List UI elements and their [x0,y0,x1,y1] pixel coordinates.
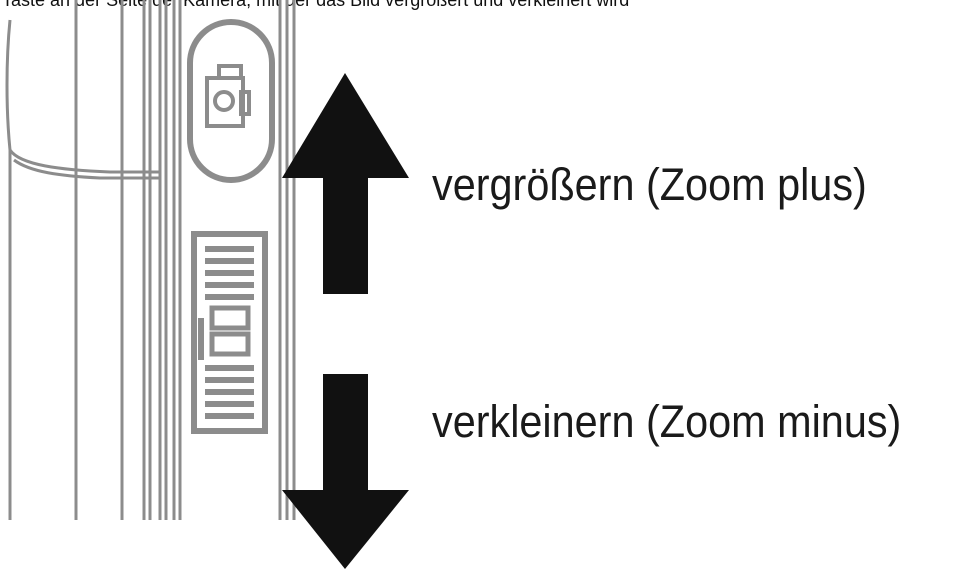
zoom-out-label: verkleinern (Zoom minus) [432,396,902,447]
camera-button-icon [187,19,275,183]
zoom-in-label: vergrößern (Zoom plus) [432,159,867,210]
header-text: Taste an der Seite der Kamera, mit der d… [2,0,630,10]
camera-body-outline [5,0,182,520]
arrow-up-icon [282,73,409,294]
zoom-rocker-icon [191,231,268,434]
arrow-down-icon [282,374,409,569]
side-panel-rails [278,0,296,520]
